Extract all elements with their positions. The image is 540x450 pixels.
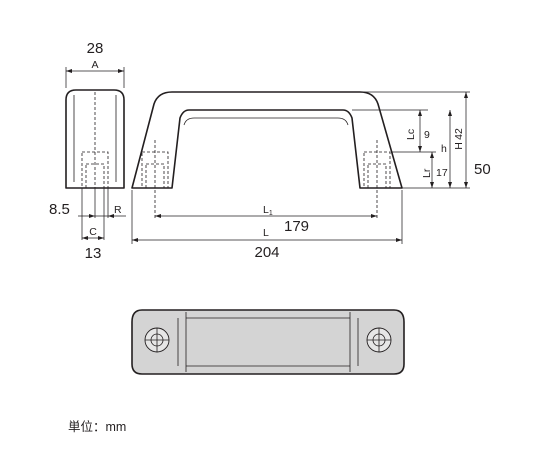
arrowhead	[464, 182, 468, 188]
front-view-inner-outline	[183, 117, 349, 126]
thread-dim-value: 8.5	[49, 201, 70, 218]
arrowhead	[82, 236, 88, 240]
arrowhead	[418, 146, 422, 152]
h-inner-dim-symbol: h	[441, 143, 447, 155]
l-dim-value: 204	[254, 244, 279, 261]
r-dim-symbol: R	[114, 204, 122, 216]
front-view-outer-outline	[131, 91, 403, 189]
width-dim-symbol: A	[91, 59, 98, 71]
arrowhead	[132, 238, 138, 242]
unit-label: 単位：mm	[68, 419, 126, 434]
base-dim-value: 13	[85, 245, 102, 262]
side-view-body	[65, 89, 125, 189]
arrowhead	[155, 214, 161, 218]
arrowhead	[371, 214, 377, 218]
lr-dim-value: 17	[436, 167, 448, 179]
l1-dim-symbol: L1	[263, 204, 273, 217]
c-dim-symbol: C	[89, 226, 97, 238]
arrowhead	[66, 69, 72, 73]
arrowhead	[430, 182, 434, 188]
l1-symbol-letter: L	[263, 204, 269, 216]
h-dim-symbol: H	[453, 142, 465, 150]
arrowhead	[396, 238, 402, 242]
l1-dim-value: 179	[284, 218, 309, 235]
front-view: L1 179 L 204 Lc 9 Lr 17 h 42	[131, 91, 491, 261]
arrowhead	[98, 236, 104, 240]
h-inner-dim-value: 42	[453, 128, 465, 140]
h-dim-value: 50	[474, 161, 491, 178]
arrowhead	[448, 110, 452, 116]
arrowhead	[430, 152, 434, 158]
arrowhead	[108, 214, 114, 218]
l-dim-symbol: L	[263, 227, 269, 239]
arrowhead	[118, 69, 124, 73]
side-view: 28 A 8.5 R C 13	[49, 40, 126, 262]
top-view-body	[131, 309, 405, 375]
arrowhead	[89, 214, 95, 218]
width-dim-value: 28	[87, 40, 104, 57]
top-view	[131, 309, 405, 375]
arrowhead	[418, 110, 422, 116]
lc-dim-symbol: Lc	[405, 129, 417, 140]
arrowhead	[464, 92, 468, 98]
arrowhead	[448, 182, 452, 188]
l1-symbol-subscript: 1	[269, 210, 273, 217]
lr-dim-symbol: Lr	[421, 168, 433, 178]
lc-dim-value: 9	[424, 129, 430, 141]
